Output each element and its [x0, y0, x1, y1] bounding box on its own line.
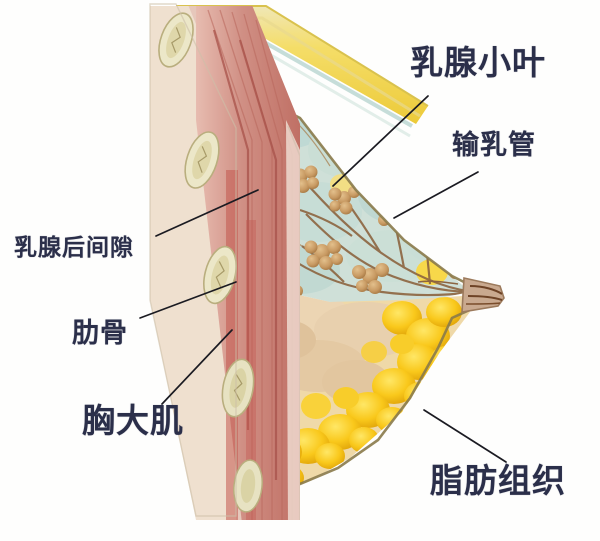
leader-duct	[393, 171, 479, 219]
leader-lobule	[332, 95, 429, 187]
nipple-areola-complex	[417, 277, 505, 313]
label-pectoralis-major: 胸大肌	[82, 404, 184, 440]
leader-pec	[161, 329, 233, 405]
leader-rib	[139, 281, 237, 319]
label-mammary-lobule: 乳腺小叶	[410, 46, 546, 82]
chest-skin-strip	[149, 3, 237, 517]
chest-wall-base	[196, 516, 300, 520]
label-retromammary-space: 乳腺后间隙	[14, 235, 134, 260]
rib-cross-sections	[158, 12, 263, 513]
label-lactiferous-duct: 输乳管	[452, 130, 536, 160]
label-adipose-tissue: 脂肪组织	[430, 464, 566, 500]
leader-fat	[423, 409, 507, 463]
label-rib: 肋骨	[72, 318, 128, 348]
leader-lines	[139, 95, 507, 463]
chest-wall	[150, 6, 300, 520]
leader-retro	[155, 189, 259, 237]
